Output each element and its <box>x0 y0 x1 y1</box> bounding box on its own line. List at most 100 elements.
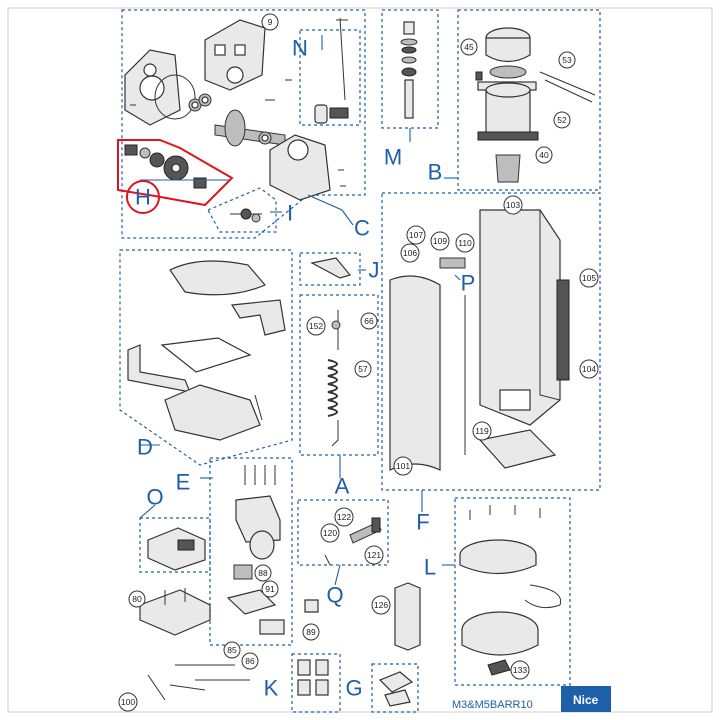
callout-107: 107 <box>406 225 426 245</box>
svg-text:91: 91 <box>265 584 275 594</box>
h-circle <box>126 180 160 214</box>
letter-m: M <box>384 145 402 170</box>
callout-100: 100 <box>118 692 138 712</box>
group-k-region <box>291 653 341 713</box>
nice-logo: Nice <box>561 686 611 712</box>
group-b-region <box>457 9 601 191</box>
svg-text:103: 103 <box>506 200 520 210</box>
callout-40: 40 <box>535 146 553 164</box>
h-highlight-outline <box>117 139 234 207</box>
letter-q: Q <box>326 583 343 608</box>
callout-9: 9 <box>261 13 279 31</box>
group-g-region <box>371 663 419 713</box>
group-m-region <box>381 9 439 129</box>
cables-85-86-100 <box>147 664 250 701</box>
callout-133: 133 <box>510 660 530 680</box>
control-unit <box>235 495 281 543</box>
callout-120: 120 <box>320 523 340 543</box>
callout-91: 91 <box>261 580 279 598</box>
callout-80: 80 <box>128 590 146 608</box>
svg-text:110: 110 <box>458 238 472 248</box>
callout-85: 85 <box>223 641 241 659</box>
callout-66: 66 <box>360 312 378 330</box>
svg-text:104: 104 <box>582 364 596 374</box>
svg-text:120: 120 <box>323 528 337 538</box>
svg-text:88: 88 <box>258 568 268 578</box>
svg-text:109: 109 <box>433 236 447 246</box>
letter-g: G <box>345 676 362 701</box>
callout-152: 152 <box>306 316 326 336</box>
group-o-region <box>139 517 211 573</box>
svg-text:119: 119 <box>475 426 489 436</box>
letter-d: D <box>137 435 153 460</box>
svg-text:57: 57 <box>358 364 368 374</box>
group-e-region <box>209 457 293 646</box>
svg-text:89: 89 <box>306 627 316 637</box>
leader-lines <box>139 35 461 586</box>
callout-122: 122 <box>334 507 354 527</box>
svg-text:53: 53 <box>562 55 572 65</box>
cover-plate-hole <box>139 75 165 101</box>
svg-text:86: 86 <box>245 656 255 666</box>
svg-text:100: 100 <box>121 697 135 707</box>
group-h-highlight <box>117 139 234 214</box>
callout-53: 53 <box>558 51 576 69</box>
letter-n: N <box>292 36 308 61</box>
gearbox-housing <box>269 134 331 201</box>
svg-text:152: 152 <box>309 321 323 331</box>
svg-text:9: 9 <box>268 17 273 27</box>
svg-text:122: 122 <box>337 512 351 522</box>
letter-i: I <box>287 201 293 226</box>
svg-text:107: 107 <box>409 230 423 240</box>
pillar-126 <box>394 582 421 651</box>
letter-k: K <box>264 676 279 701</box>
lamp-cover <box>459 555 537 574</box>
svg-text:80: 80 <box>132 594 142 604</box>
letter-p: P <box>461 271 476 296</box>
callout-126: 126 <box>371 595 391 615</box>
group-j-region <box>299 252 361 286</box>
group-q-region <box>297 499 389 613</box>
callout-57: 57 <box>354 360 372 378</box>
front-panel <box>389 275 441 471</box>
group-letters: N M B H I C J P D A E O F L Q K G <box>135 36 475 701</box>
svg-text:52: 52 <box>557 115 567 125</box>
base-housing <box>164 384 261 441</box>
svg-text:126: 126 <box>374 600 388 610</box>
group-i-region <box>207 187 277 233</box>
letter-f: F <box>416 510 429 535</box>
letter-j: J <box>369 258 380 283</box>
svg-text:121: 121 <box>367 550 381 560</box>
o-ring <box>154 74 196 120</box>
letter-l: L <box>424 555 436 580</box>
letter-o: O <box>146 485 163 510</box>
letter-h: H <box>135 185 151 210</box>
svg-text:133: 133 <box>513 665 527 675</box>
svg-text:101: 101 <box>396 461 410 471</box>
svg-text:40: 40 <box>539 150 549 160</box>
group-c-boundary <box>121 9 366 239</box>
group-a-region <box>299 294 379 456</box>
callout-45: 45 <box>460 38 478 56</box>
group-c-region <box>121 9 366 239</box>
callout-52: 52 <box>553 111 571 129</box>
callout-110: 110 <box>455 233 475 253</box>
svg-text:106: 106 <box>403 248 417 258</box>
callouts: 9 45 53 52 40 103 107 109 110 106 105 10… <box>118 13 599 712</box>
svg-text:66: 66 <box>364 316 374 326</box>
svg-text:105: 105 <box>582 273 596 283</box>
callout-104: 104 <box>579 359 599 379</box>
top-cover <box>169 260 266 296</box>
balancing-spring <box>327 359 338 417</box>
tray-80 <box>139 588 211 636</box>
callout-105: 105 <box>579 268 599 288</box>
callout-119: 119 <box>472 421 492 441</box>
page-border <box>7 7 713 713</box>
model-code: M3&M5BARR10 <box>452 699 533 711</box>
group-l-region <box>454 497 571 686</box>
callout-109: 109 <box>430 231 450 251</box>
callout-88: 88 <box>254 564 272 582</box>
group-f-region <box>381 192 601 491</box>
letter-b: B <box>428 160 443 185</box>
